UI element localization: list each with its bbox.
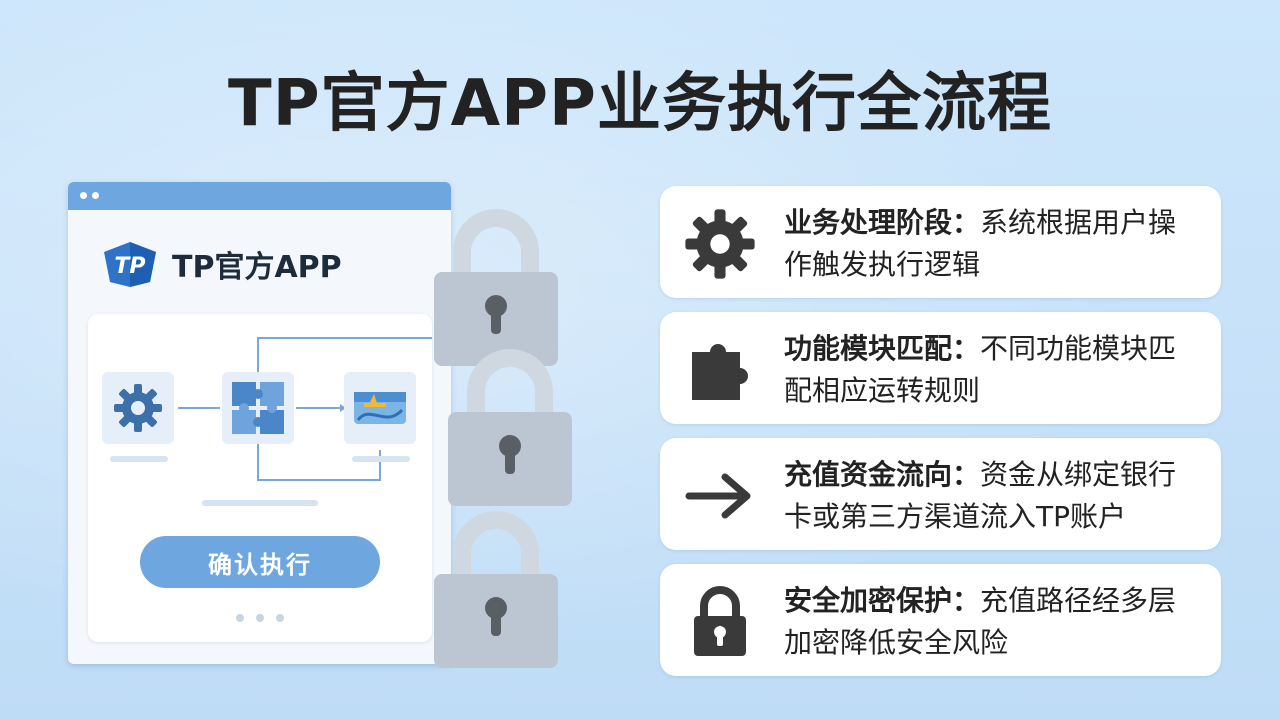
info-card-business-processing: 业务处理阶段：系统根据用户操作触发执行逻辑: [660, 186, 1221, 298]
arrow-right-icon: [684, 460, 756, 532]
window-titlebar: [68, 182, 451, 210]
tp-logo-icon: TP: [104, 242, 156, 287]
info-card-security: 安全加密保护：充值路径经多层加密降低安全风险: [660, 564, 1221, 676]
flow-tile-modules: [222, 372, 294, 444]
puzzle-icon: [684, 334, 756, 406]
pager-dot[interactable]: [236, 614, 244, 622]
info-card-heading: 安全加密保护：: [784, 584, 981, 617]
info-card-text: 业务处理阶段：系统根据用户操作触发执行逻辑: [784, 202, 1204, 286]
app-header: TP TP官方APP: [100, 240, 342, 288]
window-dot: [80, 192, 87, 199]
flow-tile-settings: [102, 372, 174, 444]
flow-tile-payment: [344, 372, 416, 444]
gear-icon: [684, 208, 756, 280]
info-card-heading: 充值资金流向：: [784, 458, 981, 491]
padlock-icon: [448, 349, 572, 506]
payment-card-icon: [354, 392, 406, 424]
info-card-fund-flow: 充值资金流向：资金从绑定银行卡或第三方渠道流入TP账户: [660, 438, 1221, 550]
tile-caption-bar: [110, 456, 168, 462]
gear-icon: [114, 384, 162, 432]
tile-caption-bar: [352, 456, 410, 462]
info-card-module-matching: 功能模块匹配：不同功能模块匹配相应运转规则: [660, 312, 1221, 424]
app-content-card: 确认执行: [88, 314, 432, 642]
info-card-body: 不同功能模块匹配相应运转规则: [784, 332, 1177, 407]
padlock-icon: [434, 209, 558, 366]
info-card-heading: 功能模块匹配：: [784, 332, 981, 365]
info-card-body: 系统根据用户操作触发执行逻辑: [784, 206, 1177, 281]
info-card-body: 充值路径经多层加密降低安全风险: [784, 584, 1177, 659]
content-divider-bar: [202, 500, 318, 506]
lock-icon: [684, 586, 756, 658]
info-card-text: 安全加密保护：充值路径经多层加密降低安全风险: [784, 580, 1204, 664]
info-card-text: 充值资金流向：资金从绑定银行卡或第三方渠道流入TP账户: [784, 454, 1204, 538]
puzzle-icon: [232, 382, 284, 434]
pager-dot[interactable]: [276, 614, 284, 622]
window-dot: [92, 192, 99, 199]
info-card-body: 资金从绑定银行卡或第三方渠道流入TP账户: [784, 458, 1177, 533]
padlock-icon: [434, 511, 558, 668]
confirm-execute-button[interactable]: 确认执行: [140, 536, 380, 588]
info-card-text: 功能模块匹配：不同功能模块匹配相应运转规则: [784, 328, 1204, 412]
logo-text: TP: [114, 254, 145, 279]
info-card-heading: 业务处理阶段：: [784, 206, 981, 239]
app-name: TP官方APP: [172, 250, 342, 285]
app-window-mockup: TP TP官方APP: [68, 182, 451, 664]
page-title: TP官方APP业务执行全流程: [228, 67, 1052, 141]
flow-connectors: [178, 337, 432, 481]
pager-dot[interactable]: [256, 614, 264, 622]
